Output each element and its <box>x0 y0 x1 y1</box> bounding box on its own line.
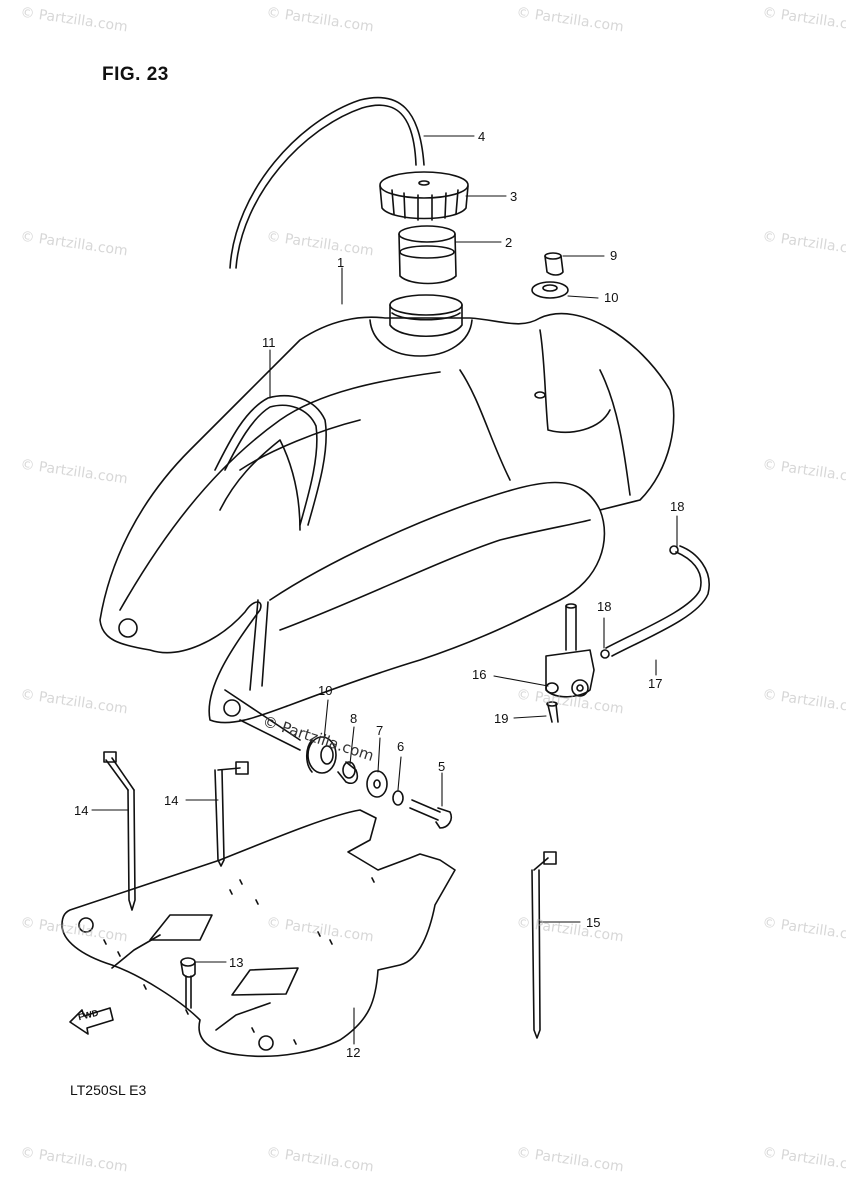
callout-11[interactable]: 11 <box>262 335 276 350</box>
callout-18-lower[interactable]: 18 <box>597 599 612 614</box>
callout-8[interactable]: 8 <box>350 711 358 726</box>
callout-9[interactable]: 9 <box>610 248 618 263</box>
tank-filler-opening-drawing <box>389 294 463 338</box>
filler-neck-drawing <box>398 225 457 285</box>
callout-5[interactable]: 5 <box>438 759 446 774</box>
fuel-tank-drawing <box>99 312 675 751</box>
breather-hose-drawing <box>229 96 425 269</box>
callout-2[interactable]: 2 <box>505 235 513 250</box>
callout-1[interactable]: 1 <box>337 255 345 270</box>
callout-10-upper[interactable]: 10 <box>604 290 619 305</box>
callout-3[interactable]: 3 <box>510 189 518 204</box>
callout-7[interactable]: 7 <box>376 723 384 738</box>
callout-16[interactable]: 16 <box>472 667 487 682</box>
callout-15[interactable]: 15 <box>586 915 601 930</box>
band-drawing <box>214 395 327 526</box>
callout-6[interactable]: 6 <box>397 739 405 754</box>
callout-19[interactable]: 19 <box>494 711 509 726</box>
callout-14-center[interactable]: 14 <box>164 793 179 808</box>
mount-hardware-drawing <box>305 736 453 829</box>
model-code: LT250SL E3 <box>70 1082 147 1098</box>
callout-17[interactable]: 17 <box>648 676 663 691</box>
clamps-drawing <box>103 751 557 1039</box>
fuel-hose-drawing <box>600 545 710 659</box>
callout-13[interactable]: 13 <box>229 955 244 970</box>
under-plate-drawing <box>61 809 456 1058</box>
forward-arrow-drawing <box>69 1007 114 1035</box>
callout-14-left[interactable]: 14 <box>74 803 89 818</box>
plate-bolt-drawing <box>180 957 196 1009</box>
callout-10-lower[interactable]: 10 <box>318 683 333 698</box>
callout-12[interactable]: 12 <box>346 1045 361 1060</box>
figure-title: FIG. 23 <box>102 64 169 85</box>
callout-4[interactable]: 4 <box>478 129 486 144</box>
spacer-cushion-top-drawing <box>531 252 569 299</box>
fuel-cap-drawing <box>379 171 469 221</box>
callout-18-upper[interactable]: 18 <box>670 499 685 514</box>
leader-lines <box>91 135 678 1045</box>
fuel-cock-drawing <box>545 603 595 723</box>
